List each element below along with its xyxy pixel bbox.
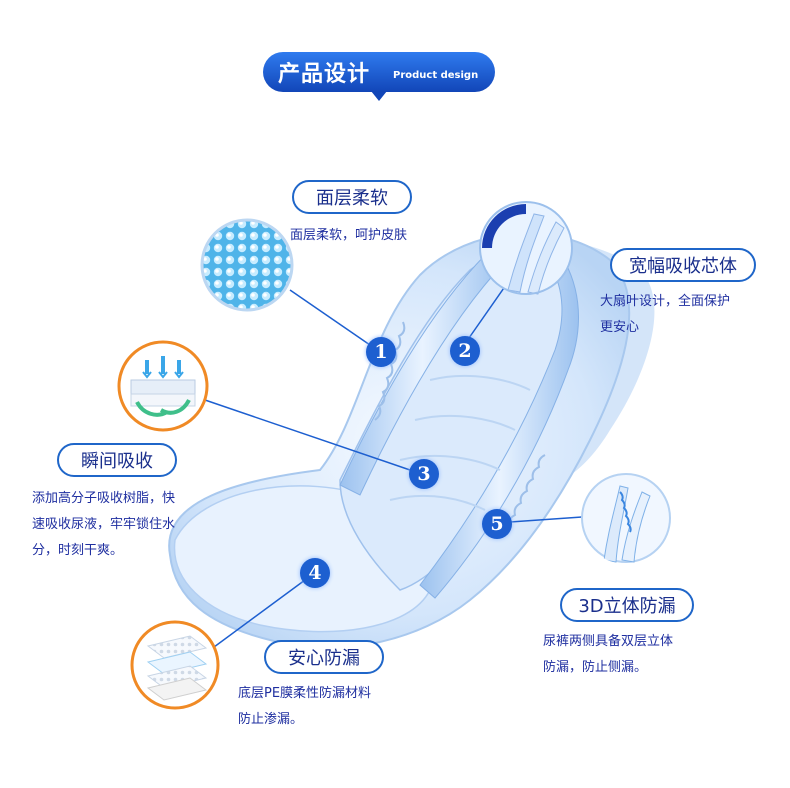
surface-texture-thumbnail (200, 218, 294, 312)
feature-5-marker: 5 (482, 509, 512, 539)
absorption-thumbnail (117, 340, 209, 432)
feature-4-description: 底层PE膜柔性防漏材料 防止渗漏。 (238, 686, 372, 727)
feature-2-title: 宽幅吸收芯体 (610, 248, 756, 282)
feature-3-description: 添加高分子吸收树脂，快 速吸收尿液，牢牢锁住水 分，时刻干爽。 (32, 491, 176, 558)
feature-4-title: 安心防漏 (264, 640, 384, 674)
header-banner (263, 52, 495, 101)
feature-1-marker: 1 (366, 337, 396, 367)
page-title: 产品设计 (278, 62, 371, 87)
page-subtitle: Product design (393, 70, 479, 81)
feature-5-title: 3D立体防漏 (560, 588, 694, 622)
feature-1-description: 面层柔软，呵护皮肤 (290, 228, 408, 243)
feature-2-description: 大扇叶设计，全面保护 更安心 (600, 294, 731, 335)
core-detail-thumbnail (478, 200, 574, 296)
feature-2-marker: 2 (450, 336, 480, 366)
feature-3-marker: 3 (409, 459, 439, 489)
feature-4-marker: 4 (300, 558, 330, 588)
feature-3-title: 瞬间吸收 (57, 443, 177, 477)
feature-5-description: 尿裤两侧具备双层立体 防漏，防止侧漏。 (543, 634, 674, 675)
side-cuff-thumbnail (580, 472, 672, 564)
layer-structure-thumbnail (130, 620, 220, 710)
feature-1-title: 面层柔软 (292, 180, 412, 214)
